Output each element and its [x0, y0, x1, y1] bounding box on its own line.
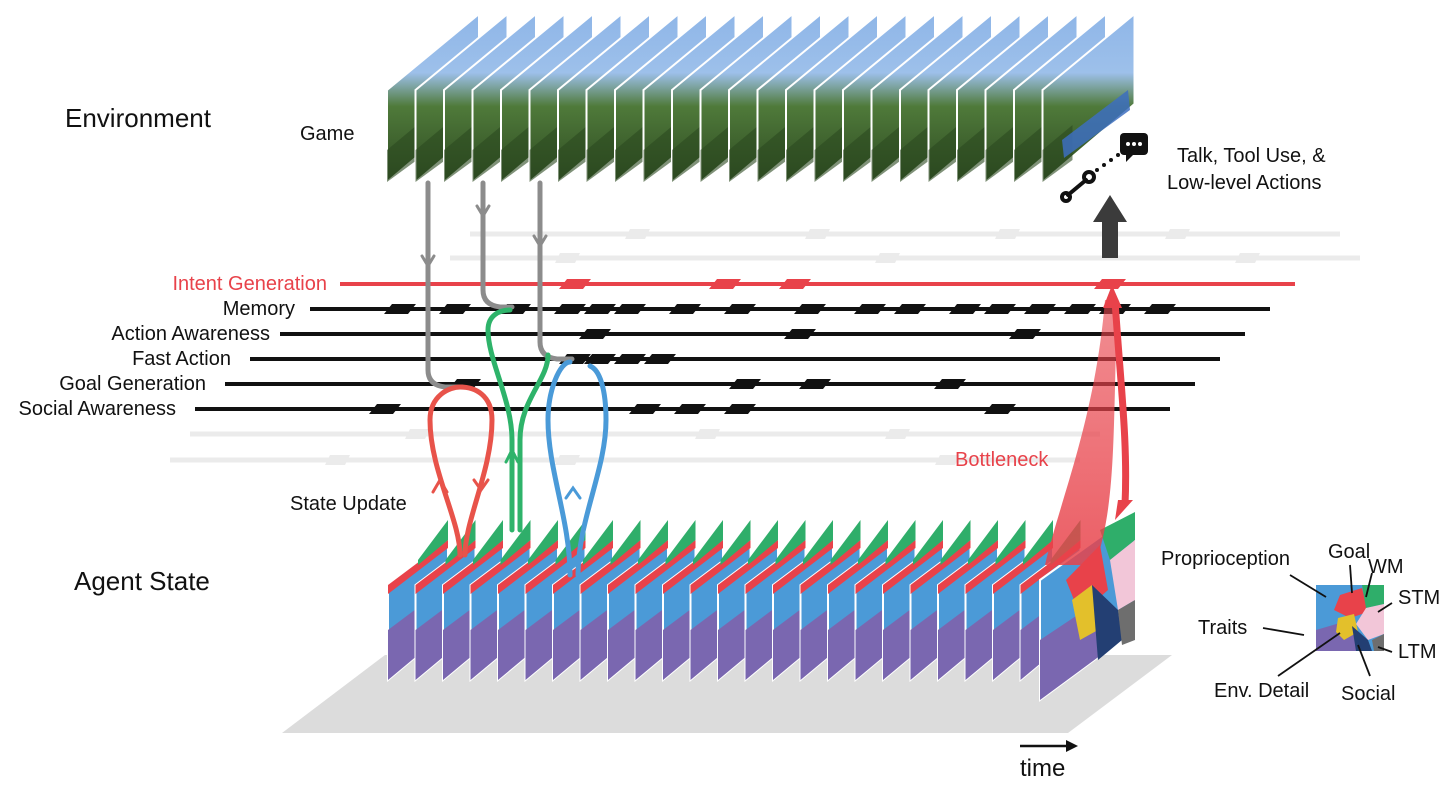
state-legend: Proprioception Goal WM STM Traits LTM En… [1161, 541, 1440, 705]
legend-env-detail: Env. Detail [1214, 680, 1309, 702]
event-marker [854, 304, 886, 314]
wrench-icon [1060, 170, 1096, 203]
legend-ltm: LTM [1398, 641, 1437, 663]
event-marker [1094, 279, 1126, 289]
state-update-label: State Update [290, 493, 407, 515]
agent-state-stack [387, 510, 1136, 702]
environment-label: Environment [65, 103, 212, 133]
legend-social: Social [1341, 683, 1395, 705]
event-marker [1144, 304, 1176, 314]
module-label-3: Action Awareness [111, 323, 270, 345]
event-marker [614, 304, 646, 314]
event-marker [724, 404, 756, 414]
event-marker [384, 304, 416, 314]
event-marker [1064, 304, 1096, 314]
event-marker [669, 304, 701, 314]
event-marker [779, 279, 811, 289]
module-timelines [195, 279, 1295, 414]
legend-goal: Goal [1328, 541, 1370, 563]
actions-label-line1: Talk, Tool Use, & [1177, 145, 1326, 167]
event-marker [984, 404, 1016, 414]
legend-stm: STM [1398, 587, 1440, 609]
module-label-6: Social Awareness [19, 398, 177, 420]
game-water [1062, 90, 1130, 158]
event-marker [1009, 329, 1041, 339]
event-marker [724, 304, 756, 314]
event-marker [784, 329, 816, 339]
module-label-4: Fast Action [132, 348, 231, 370]
bottleneck-label: Bottleneck [955, 449, 1049, 471]
up-arrow-icon [1093, 195, 1127, 258]
flow-gray-1 [425, 180, 465, 390]
event-marker [984, 304, 1016, 314]
event-marker [369, 404, 401, 414]
bottleneck-funnel [1045, 285, 1133, 565]
flow-green [485, 307, 551, 533]
event-marker [439, 304, 471, 314]
event-marker [584, 354, 616, 364]
event-marker [949, 304, 981, 314]
event-marker [934, 379, 966, 389]
module-label-1: Intent Generation [172, 273, 327, 295]
dotted-link [1095, 153, 1120, 172]
flow-arrows [420, 180, 609, 578]
event-marker [584, 304, 616, 314]
game-frames [386, 11, 1136, 185]
event-marker [579, 329, 611, 339]
game-label: Game [300, 123, 354, 145]
event-marker [559, 279, 591, 289]
event-marker [1024, 304, 1056, 314]
flow-red [427, 384, 495, 558]
time-arrow-icon [1020, 740, 1078, 752]
module-label-5: Goal Generation [59, 373, 206, 395]
event-marker [629, 404, 661, 414]
legend-wm: WM [1368, 556, 1404, 578]
event-marker [709, 279, 741, 289]
background-events [325, 229, 1260, 465]
event-marker [554, 304, 586, 314]
event-marker [614, 354, 646, 364]
event-marker [729, 379, 761, 389]
event-marker [644, 354, 676, 364]
flow-gray-3 [537, 180, 575, 362]
legend-traits: Traits [1198, 617, 1247, 639]
event-marker [794, 304, 826, 314]
event-marker [894, 304, 926, 314]
flow-gray-2 [480, 180, 515, 310]
background-timelines [170, 231, 1360, 463]
event-marker [674, 404, 706, 414]
flow-blue [545, 359, 609, 578]
legend-proprioception: Proprioception [1161, 548, 1290, 570]
module-label-2: Memory [223, 298, 295, 320]
time-label: time [1020, 755, 1065, 782]
chat-bubble-icon [1120, 133, 1148, 162]
actions-label-line2: Low-level Actions [1167, 172, 1322, 194]
event-marker [799, 379, 831, 389]
agent-state-label: Agent State [74, 566, 210, 596]
